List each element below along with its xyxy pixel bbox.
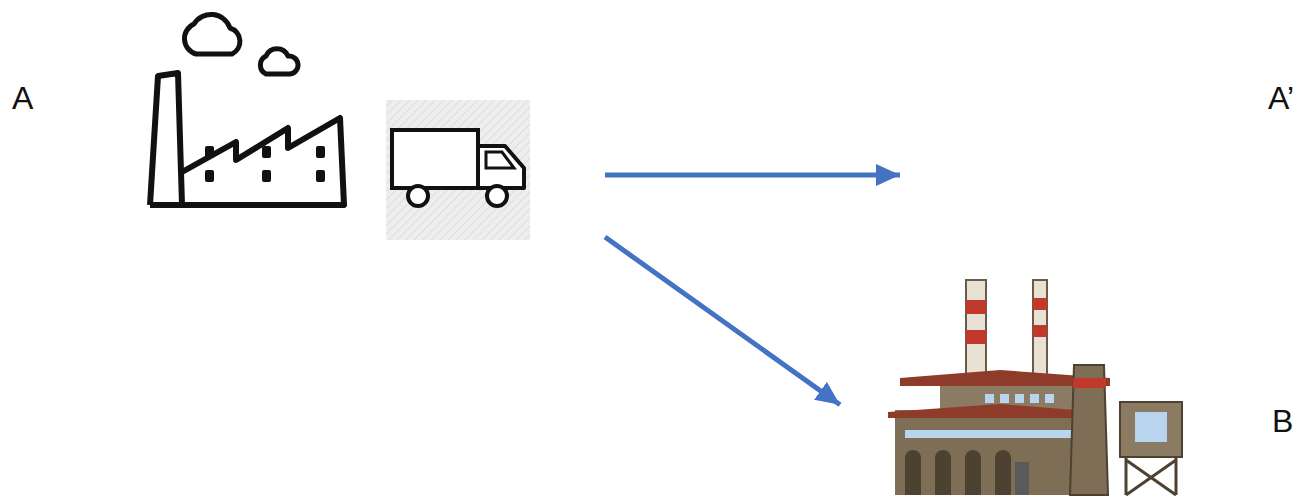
factory-node: A’ xyxy=(900,10,1305,205)
flow-arrow xyxy=(605,172,900,177)
node-label: B xyxy=(1272,401,1293,441)
factory-node: A xyxy=(0,10,605,250)
node-label: A’ xyxy=(1268,78,1294,118)
node-label: A xyxy=(12,78,33,118)
flow-arrow xyxy=(605,237,840,405)
factory-icon xyxy=(150,14,344,205)
factory-node: B xyxy=(840,275,1305,495)
truck-icon xyxy=(386,100,530,240)
power-plant-icon xyxy=(888,280,1182,495)
factory-icon xyxy=(990,14,1184,205)
